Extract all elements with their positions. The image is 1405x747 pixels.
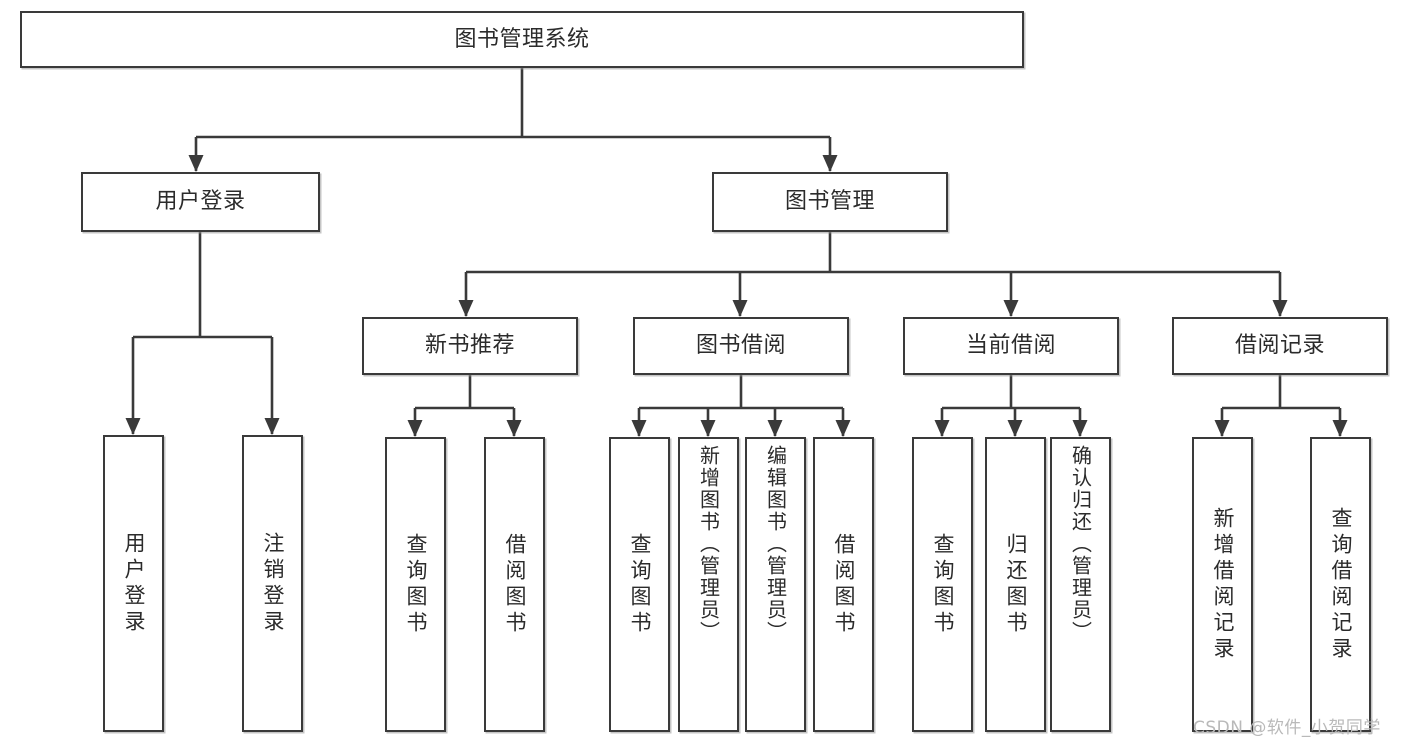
node-current_borrow[interactable]: 当前借阅 — [903, 317, 1119, 375]
arrow-icon-current_borrow-0 — [934, 420, 950, 437]
node-leaf_confirm_return[interactable]: 确认归还（管理员） — [1050, 437, 1111, 732]
node-leaf_add_record[interactable]: 新增借阅记录 — [1192, 437, 1253, 732]
node-label-borrow_record: 借阅记录 — [1234, 333, 1325, 359]
node-borrow_record[interactable]: 借阅记录 — [1172, 317, 1388, 375]
node-leaf_borrow_book_2[interactable]: 借阅图书 — [813, 437, 874, 732]
arrow-icon-root-0 — [188, 155, 204, 172]
node-label-new_book_rec: 新书推荐 — [424, 333, 515, 359]
arrow-icon-book_manage-1 — [732, 300, 748, 317]
node-label-leaf_query_record: 查询借阅记录 — [1329, 506, 1353, 663]
node-new_book_rec[interactable]: 新书推荐 — [362, 317, 578, 375]
node-root[interactable]: 图书管理系统 — [20, 11, 1024, 68]
edges-root — [188, 68, 838, 172]
arrow-icon-root-1 — [822, 155, 838, 172]
node-label-leaf_query_book_3: 查询图书 — [931, 532, 955, 637]
edges-current-borrow — [934, 375, 1088, 437]
arrow-icon-current_borrow-2 — [1072, 420, 1088, 437]
node-label-book_borrow: 图书借阅 — [695, 333, 786, 359]
node-label-current_borrow: 当前借阅 — [965, 333, 1056, 359]
node-label-leaf_return_book: 归还图书 — [1004, 532, 1028, 637]
arrow-icon-borrow_record-1 — [1332, 420, 1348, 437]
arrow-icon-book_borrow-3 — [835, 420, 851, 437]
node-leaf_query_book_1[interactable]: 查询图书 — [385, 437, 446, 732]
node-label-leaf_query_book_1: 查询图书 — [404, 532, 428, 637]
arrow-icon-book_borrow-2 — [767, 420, 783, 437]
node-label-leaf_add_record: 新增借阅记录 — [1211, 506, 1235, 663]
node-book_manage[interactable]: 图书管理 — [712, 172, 948, 232]
node-label-leaf_borrow_book_2: 借阅图书 — [832, 532, 856, 637]
csdn-watermark: CSDN @软件_小贺同学 — [1193, 718, 1381, 738]
arrow-icon-new_book_rec-0 — [407, 420, 423, 437]
edges-borrow-record — [1214, 375, 1348, 437]
edges-new-book-rec — [407, 375, 522, 437]
node-label-root: 图书管理系统 — [454, 26, 590, 52]
node-leaf_query_book_2[interactable]: 查询图书 — [609, 437, 670, 732]
arrow-icon-book_manage-0 — [458, 300, 474, 317]
arrow-icon-book_borrow-1 — [700, 420, 716, 437]
edges-book-borrow — [631, 375, 851, 437]
node-label-user_login: 用户登录 — [155, 189, 246, 215]
node-label-leaf_borrow_book_1: 借阅图书 — [503, 532, 527, 637]
node-label-leaf_logout: 注销登录 — [261, 531, 285, 636]
arrow-icon-user_login-1 — [264, 418, 280, 435]
node-label-leaf_add_book: 新增图书（管理员） — [696, 445, 721, 643]
node-label-leaf_user_login: 用户登录 — [122, 531, 146, 636]
node-label-leaf_edit_book: 编辑图书（管理员） — [763, 445, 788, 643]
node-leaf_query_record[interactable]: 查询借阅记录 — [1310, 437, 1371, 732]
arrow-icon-borrow_record-0 — [1214, 420, 1230, 437]
arrow-icon-user_login-0 — [125, 418, 141, 435]
arrow-icon-new_book_rec-1 — [506, 420, 522, 437]
node-leaf_query_book_3[interactable]: 查询图书 — [912, 437, 973, 732]
arrow-icon-current_borrow-1 — [1007, 420, 1023, 437]
node-label-leaf_confirm_return: 确认归还（管理员） — [1068, 445, 1093, 643]
node-leaf_logout[interactable]: 注销登录 — [242, 435, 303, 732]
node-label-leaf_query_book_2: 查询图书 — [628, 532, 652, 637]
arrow-icon-book_manage-3 — [1272, 300, 1288, 317]
node-user_login[interactable]: 用户登录 — [81, 172, 320, 232]
node-leaf_add_book[interactable]: 新增图书（管理员） — [678, 437, 739, 732]
node-book_borrow[interactable]: 图书借阅 — [633, 317, 849, 375]
edges-book-manage — [458, 232, 1288, 317]
node-label-book_manage: 图书管理 — [784, 189, 875, 215]
node-leaf_edit_book[interactable]: 编辑图书（管理员） — [745, 437, 806, 732]
node-leaf_borrow_book_1[interactable]: 借阅图书 — [484, 437, 545, 732]
arrow-icon-book_manage-2 — [1003, 300, 1019, 317]
edges-user-login — [125, 232, 280, 435]
node-leaf_return_book[interactable]: 归还图书 — [985, 437, 1046, 732]
arrow-icon-book_borrow-0 — [631, 420, 647, 437]
node-leaf_user_login[interactable]: 用户登录 — [103, 435, 164, 732]
